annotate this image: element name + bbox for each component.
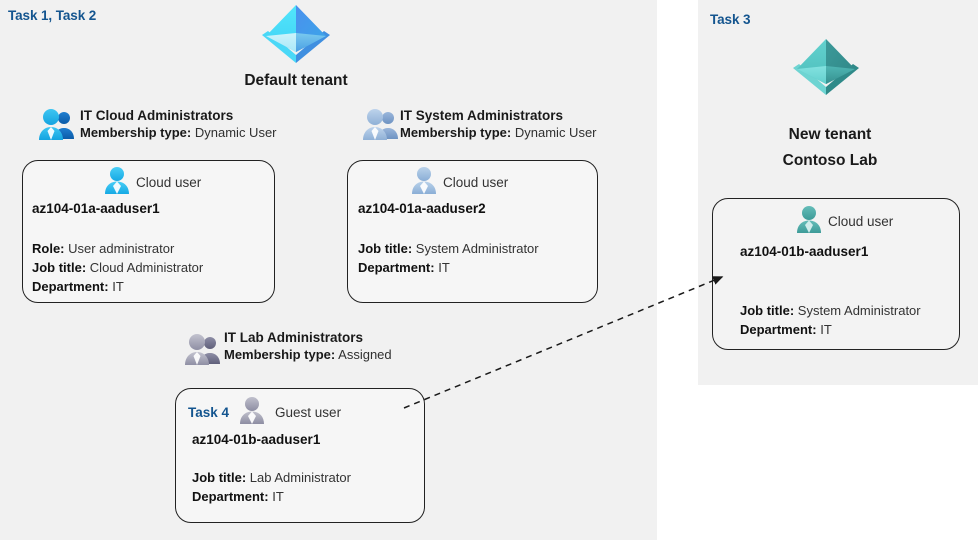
group-membership: Membership type: Dynamic User [80, 124, 277, 142]
attr-label: Department: [32, 279, 109, 294]
tenant-name-new-line1: New tenant [788, 126, 872, 143]
membership-label: Membership type: [80, 125, 192, 140]
azure-ad-tenant-icon-default [258, 2, 334, 64]
membership-value: Dynamic User [514, 125, 597, 140]
guest-user-icon [239, 396, 265, 429]
tenant-name-new-line2: Contoso Lab [782, 152, 878, 169]
card-attrs-aaduser1: Role: User administrator Job title: Clou… [32, 239, 203, 296]
group-system-admins: IT System Administrators Membership type… [400, 108, 597, 142]
attr-job-title: Job title: System Administrator [740, 301, 921, 320]
card-attrs-aaduser2: Job title: System Administrator Departme… [358, 239, 539, 277]
user-card-aaduser1[interactable] [22, 160, 275, 303]
card-head-guest: Task 4 Guest user [188, 396, 341, 429]
attr-department: Department: IT [740, 320, 921, 339]
attr-label: Department: [192, 489, 269, 504]
attr-job-title: Job title: Cloud Administrator [32, 258, 203, 277]
attr-role: Role: User administrator [32, 239, 203, 258]
card-user-type: Cloud user [828, 214, 894, 229]
attr-label: Job title: [740, 303, 795, 318]
attr-value: System Administrator [415, 241, 539, 256]
cloud-user-icon [796, 205, 822, 238]
attr-label: Role: [32, 241, 65, 256]
group-lab-admins: IT Lab Administrators Membership type: A… [224, 330, 392, 364]
card-head-aaduser1: Cloud user [104, 166, 201, 199]
attr-value: IT [112, 279, 124, 294]
group-title: IT Cloud Administrators [80, 108, 234, 123]
attr-value: Cloud Administrator [89, 260, 204, 275]
cloud-user-icon [104, 166, 130, 199]
tenant-name-default: Default tenant [244, 72, 348, 89]
attr-value: IT [438, 260, 450, 275]
group-membership: Membership type: Assigned [224, 346, 392, 364]
attr-value: User administrator [68, 241, 175, 256]
attr-value: System Administrator [797, 303, 921, 318]
group-users-icon-lab-admins [184, 333, 224, 367]
group-membership: Membership type: Dynamic User [400, 124, 597, 142]
membership-label: Membership type: [224, 347, 336, 362]
card-user-id-new-tenant: az104-01b-aaduser1 [740, 244, 869, 259]
attr-value: IT [820, 322, 832, 337]
card-user-type: Cloud user [136, 175, 202, 190]
membership-value: Assigned [338, 347, 392, 362]
attr-label: Job title: [192, 470, 247, 485]
attr-label: Job title: [32, 260, 87, 275]
card-user-id-guest: az104-01b-aaduser1 [192, 432, 321, 447]
card-user-id-aaduser2: az104-01a-aaduser2 [358, 201, 486, 216]
user-card-new-tenant-aaduser1[interactable] [712, 198, 960, 350]
attr-department: Department: IT [32, 277, 203, 296]
card-user-type: Guest user [275, 405, 342, 420]
attr-department: Department: IT [358, 258, 539, 277]
attr-department: Department: IT [192, 487, 351, 506]
group-cloud-admins: IT Cloud Administrators Membership type:… [80, 108, 277, 142]
user-card-guest-aaduser1[interactable] [175, 388, 425, 523]
membership-label: Membership type: [400, 125, 512, 140]
attr-job-title: Job title: Lab Administrator [192, 468, 351, 487]
membership-value: Dynamic User [194, 125, 277, 140]
task-label-left: Task 1, Task 2 [8, 8, 97, 23]
task-label-right: Task 3 [710, 12, 751, 27]
attr-value: Lab Administrator [249, 470, 351, 485]
attr-label: Department: [740, 322, 817, 337]
cloud-user-icon [411, 166, 437, 199]
card-user-id-aaduser1: az104-01a-aaduser1 [32, 201, 160, 216]
group-users-icon-system-admins [362, 108, 402, 142]
azure-ad-tenant-icon-new [790, 36, 862, 96]
card-head-new-tenant: Cloud user [796, 205, 893, 238]
attr-job-title: Job title: System Administrator [358, 239, 539, 258]
task-label-inline: Task 4 [188, 405, 230, 420]
card-head-aaduser2: Cloud user [411, 166, 508, 199]
attr-label: Department: [358, 260, 435, 275]
card-user-type: Cloud user [443, 175, 509, 190]
group-title: IT Lab Administrators [224, 330, 364, 345]
group-title: IT System Administrators [400, 108, 564, 123]
group-users-icon-cloud-admins [38, 108, 78, 142]
attr-value: IT [272, 489, 284, 504]
attr-label: Job title: [358, 241, 413, 256]
card-attrs-guest: Job title: Lab Administrator Department:… [192, 468, 351, 506]
card-attrs-new-tenant: Job title: System Administrator Departme… [740, 301, 921, 339]
